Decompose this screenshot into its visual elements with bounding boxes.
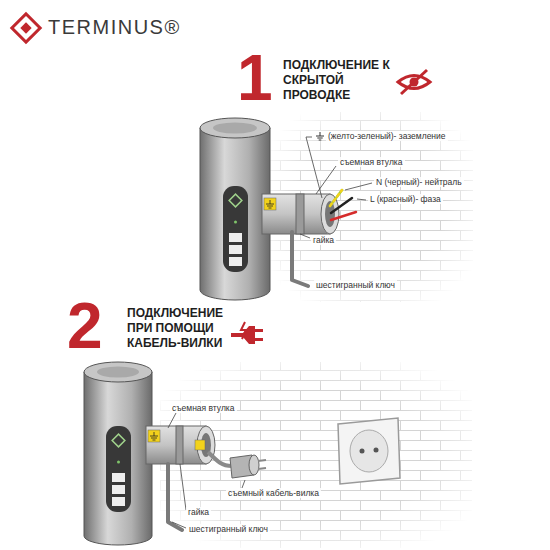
- wires: [330, 190, 356, 220]
- heater-element: [84, 362, 152, 545]
- hex-key: [292, 232, 308, 286]
- step-heading: ПОДКЛЮЧЕНИЕ К СКРЫТОЙ ПРОВОДКЕ: [283, 58, 391, 103]
- wall-socket: [338, 418, 400, 484]
- part-label: съемная втулка: [338, 157, 405, 167]
- part-label: гайка: [311, 235, 336, 245]
- wire-label: N (черный)- нейтраль: [374, 177, 464, 187]
- part-label: съемная втулка: [170, 403, 237, 413]
- brick-wall: [268, 112, 473, 302]
- wall-fade: [268, 112, 473, 302]
- logo-mark: [12, 14, 40, 42]
- hidden-wiring-icon: [398, 70, 430, 94]
- brand-name: TERMINUS®: [48, 16, 181, 39]
- plug-icon: [231, 322, 263, 344]
- brick-wall: [160, 362, 472, 548]
- leader-lines: [300, 137, 372, 238]
- part-label: шестигранный ключ: [314, 280, 397, 290]
- ground-symbol: [316, 132, 324, 140]
- wire-label: (желто-зеленый)- заземление: [326, 131, 448, 141]
- cable-plug: [208, 452, 266, 478]
- removable-sleeve: [262, 194, 339, 234]
- leader-lines: [168, 413, 245, 528]
- hex-key: [168, 464, 182, 530]
- step-heading: ПОДКЛЮЧЕНИЕ ПРИ ПОМОЩИ КАБЕЛЬ-ВИЛКИ: [127, 306, 245, 351]
- step-number: 1: [237, 46, 273, 110]
- part-label: гайка: [186, 507, 211, 517]
- part-label: шестигранный ключ: [187, 524, 270, 534]
- wire-label: L (красный)- фаза: [368, 194, 443, 204]
- heater-element: [200, 118, 270, 300]
- part-label: съемный кабель-вилка: [226, 488, 321, 498]
- wall-fade: [160, 362, 472, 548]
- removable-sleeve: [146, 426, 215, 464]
- step-number: 2: [67, 294, 103, 358]
